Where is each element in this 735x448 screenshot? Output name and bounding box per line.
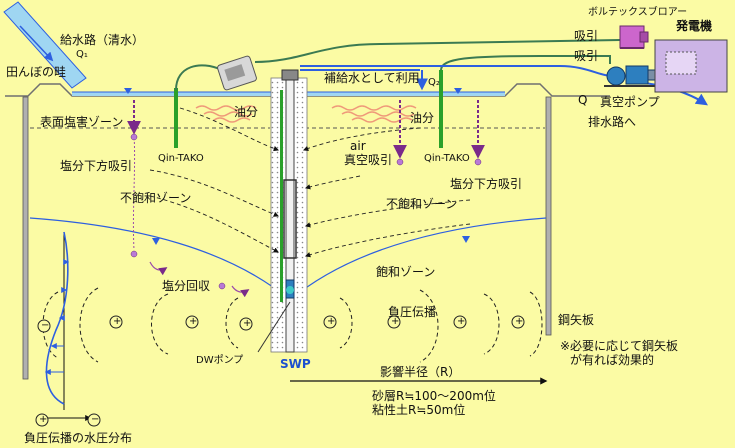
sign-minus-axis: −	[91, 414, 100, 425]
label-radius: 影響半径（R）	[380, 365, 461, 379]
salt-recovery-path	[132, 133, 136, 251]
label-oil-left: 油分	[234, 105, 259, 119]
label-sand-r: 砂層R≒100～200m位	[372, 389, 496, 403]
sign-plus-4: +	[327, 316, 336, 327]
sign-minus-1: −	[41, 320, 50, 331]
label-oil-right: 油分	[410, 111, 435, 125]
label-q2: Q₂	[428, 77, 440, 88]
vortex-blower	[619, 25, 649, 49]
sign-plus-5: +	[391, 316, 400, 327]
label-paddy-ridge: 田んぼの畦	[6, 65, 67, 79]
qin-tako-pipe-left	[174, 88, 178, 148]
sign-plus-3: +	[243, 318, 252, 329]
label-vortex-blower: ボルテックスブロアー	[588, 7, 688, 18]
flow-lines-right	[302, 127, 471, 258]
label-pressure-dist: 負圧伝播の水圧分布	[24, 431, 133, 445]
qin-tako-pipe-right	[439, 70, 443, 148]
label-unsat-right: 不飽和ゾーン	[386, 197, 458, 211]
sign-plus-6: +	[457, 316, 466, 327]
label-neg-pressure: 負圧伝播	[388, 305, 437, 319]
label-note-2: が有れば効果的	[570, 353, 655, 367]
sign-plus-1: +	[113, 316, 122, 327]
label-clay-r: 粘性土R≒50m位	[372, 403, 466, 417]
salt-recovery-arrow	[149, 261, 168, 276]
label-salt-down-left: 塩分下方吸引	[60, 159, 133, 173]
water-level-marker-left	[124, 88, 132, 94]
vacuum-pump	[604, 65, 660, 87]
dw-pump-leader	[257, 301, 291, 353]
label-water-supply: 給水路（清水）	[60, 33, 145, 47]
label-suction-1: 吸引	[574, 29, 599, 43]
label-vacuum-pump: 真空ポンプ	[600, 95, 660, 109]
sign-plus-2: +	[189, 316, 198, 327]
well-screen	[283, 179, 297, 259]
label-swp: SWP	[280, 357, 311, 371]
water-level-marker-right	[454, 88, 462, 94]
well-head	[281, 69, 299, 81]
label-qin-tako-right: Qin-TAKO	[424, 153, 470, 164]
label-note-1: ※必要に応じて鋼矢板	[560, 339, 679, 353]
sign-plus-7: +	[515, 316, 524, 327]
sheet-pile-left	[22, 96, 29, 380]
dw-pump-inlet	[286, 286, 294, 294]
well-casing	[285, 77, 295, 353]
label-q1: Q₁	[76, 49, 88, 60]
label-saturated: 飽和ゾーン	[376, 265, 436, 279]
sheet-pile-right	[545, 96, 552, 336]
oil-zone-left	[195, 105, 257, 123]
label-drainage: 排水路へ	[588, 115, 637, 129]
label-suction-2: 吸引	[574, 49, 599, 63]
label-vacuum-suction: 真空吸引	[344, 153, 393, 167]
label-makeup-water: 補給水として利用	[324, 71, 420, 85]
label-generator: 発電機	[676, 19, 713, 33]
oil-zone-right	[331, 105, 417, 123]
pressure-arcs-right	[339, 289, 543, 363]
pressure-arcs-left	[42, 287, 239, 363]
salt-recovery-arrow-2	[231, 285, 250, 298]
label-salt-zone: 表面塩害ゾーン	[40, 115, 124, 129]
label-air: air	[350, 139, 366, 153]
inner-pipe-green	[280, 90, 283, 302]
generator-panel	[665, 51, 697, 75]
label-unsat-left: 不飽和ゾーン	[120, 191, 192, 205]
ground-blower-unit	[217, 55, 257, 91]
pressure-distribution-graph	[38, 231, 92, 421]
flow-lines-left	[149, 107, 280, 253]
sign-plus-axis: +	[39, 414, 48, 425]
salt-suction-arrows-right	[393, 100, 485, 159]
label-qin-tako-left: Qin-TAKO	[158, 153, 204, 164]
label-dw-pump: DWポンプ	[196, 355, 244, 366]
label-q: Q	[578, 93, 588, 107]
blower-hose-left	[175, 64, 223, 91]
blower-suction-hose	[254, 39, 621, 63]
sign-circles	[35, 315, 525, 427]
salt-particles	[130, 133, 482, 290]
water-table-marker-left	[152, 238, 160, 245]
label-sheet-pile: 鋼矢板	[558, 313, 595, 327]
water-table-marker-right	[462, 236, 470, 243]
water-supply-channel	[3, 1, 87, 89]
label-salt-recovery: 塩分回収	[162, 279, 211, 293]
label-salt-down-right: 塩分下方吸引	[450, 177, 523, 191]
